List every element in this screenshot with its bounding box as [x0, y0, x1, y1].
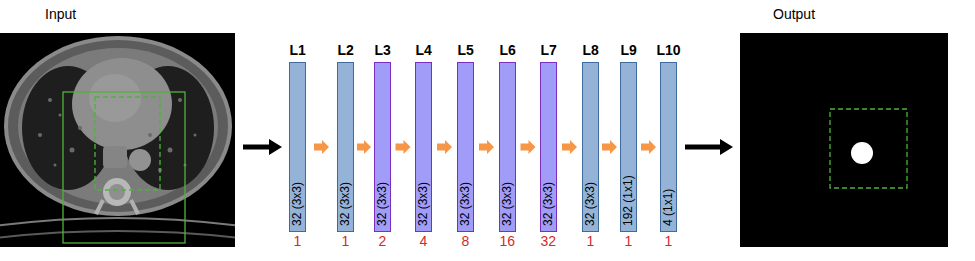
filter-spec: 4 (1x1)	[662, 189, 676, 226]
layer-bar: L532 (3x3)8	[457, 62, 474, 232]
vertebra-core	[109, 184, 125, 200]
dilation-rate: 1	[342, 233, 350, 249]
dilation-rate: 4	[420, 233, 428, 249]
image-panel: Input	[0, 33, 235, 247]
layer-name: L1	[290, 42, 306, 58]
dilation-rate: 16	[500, 233, 516, 249]
scanner-table	[0, 231, 235, 238]
layer-arrow	[357, 140, 371, 154]
layer-name: L10	[657, 42, 681, 58]
layer-name: L8	[583, 42, 599, 58]
scanner-table	[0, 218, 235, 226]
body-skin	[4, 36, 232, 216]
layer-bar: L332 (3x3)2	[374, 62, 391, 232]
filter-spec: 32 (3x3)	[376, 182, 390, 226]
body-fat	[8, 40, 228, 212]
heart-chamber	[89, 74, 141, 122]
layer-arrow	[562, 140, 577, 154]
layer-bar: L132 (3x3)1	[289, 62, 306, 232]
dilation-rate: 32	[541, 233, 557, 249]
layer-name: L4	[416, 42, 432, 58]
dilation-rate: 1	[665, 233, 673, 249]
filter-spec: 32 (3x3)	[584, 182, 598, 226]
dilation-rate: 1	[587, 233, 595, 249]
layer-name: L5	[458, 42, 474, 58]
target-box	[830, 109, 907, 188]
image-panel: Output	[740, 33, 948, 247]
layer-name: L7	[541, 42, 557, 58]
layer-arrow	[437, 140, 452, 154]
filter-spec: 32 (3x3)	[542, 182, 556, 226]
flow-arrow	[685, 139, 733, 155]
vertebra-process	[96, 200, 138, 214]
filter-spec: 32 (3x3)	[417, 182, 431, 226]
layer-bar: L732 (3x3)32	[540, 62, 557, 232]
segmented-region	[851, 142, 873, 164]
layer-name: L6	[500, 42, 516, 58]
layer-name: L9	[621, 42, 637, 58]
layer-bar: L104 (1x1)1	[660, 62, 677, 232]
filter-spec: 32 (3x3)	[291, 182, 305, 226]
layer-arrow	[314, 140, 329, 154]
aorta	[129, 149, 151, 171]
filter-spec: 32 (3x3)	[459, 182, 473, 226]
mediastinum	[103, 146, 127, 168]
crop-box	[63, 92, 185, 243]
heart	[72, 58, 172, 150]
vertebra	[103, 178, 131, 206]
layer-bar: L232 (3x3)1	[337, 62, 354, 232]
layer-bar: L832 (3x3)1	[582, 62, 599, 232]
ct-scan	[0, 33, 235, 247]
layer-arrow	[602, 140, 617, 154]
target-box	[95, 97, 160, 190]
lung-vessels	[38, 98, 197, 172]
layer-arrow	[479, 140, 494, 154]
layer-arrow	[396, 140, 411, 154]
dilation-rate: 2	[379, 233, 387, 249]
flow-arrow	[243, 139, 282, 155]
layer-bar: L632 (3x3)16	[499, 62, 516, 232]
output-mask-ground	[740, 33, 948, 247]
layer-name: L3	[375, 42, 391, 58]
filter-spec: 192 (1x1)	[622, 175, 636, 226]
dilation-rate: 8	[462, 233, 470, 249]
panel-title: Input	[45, 6, 76, 22]
layer-bar: L432 (3x3)4	[415, 62, 432, 232]
layer-arrow	[641, 140, 656, 154]
layer-name: L2	[338, 42, 354, 58]
dilation-rate: 1	[294, 233, 302, 249]
panel-title: Output	[773, 6, 815, 22]
layer-arrow	[521, 140, 536, 154]
filter-spec: 32 (3x3)	[501, 182, 515, 226]
dilation-rate: 1	[625, 233, 633, 249]
scan-ground	[0, 33, 235, 247]
filter-spec: 32 (3x3)	[339, 182, 353, 226]
layer-bar: L9192 (1x1)1	[620, 62, 637, 232]
